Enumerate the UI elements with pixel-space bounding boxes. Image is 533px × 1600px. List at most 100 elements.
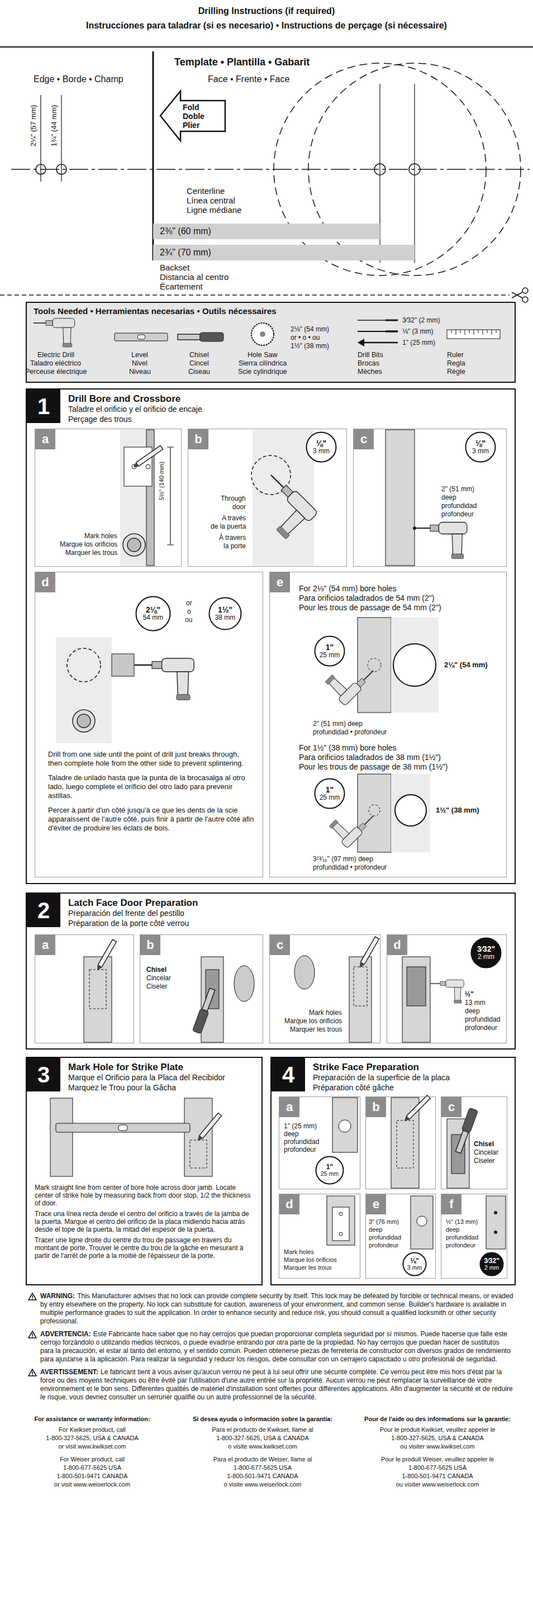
text-label: Ciseler	[146, 982, 168, 991]
text-label: Marquer les trous	[283, 1263, 332, 1272]
text-label: 1¾" (44 mm)	[49, 105, 59, 147]
step-letter-box: a	[279, 1096, 300, 1117]
step-four-drawing-part	[396, 1120, 414, 1168]
step-four-drawing-part	[339, 1231, 343, 1236]
text-label: profundidad	[368, 1233, 402, 1241]
paragraph: Pour de l'aide ou des informations sur l…	[347, 1414, 528, 1424]
text-label: Pour les trous de passage de 54 mm (2")	[298, 602, 442, 613]
text-label: profundidad	[441, 501, 477, 510]
size-callout: ⅛"3 mm	[305, 431, 337, 463]
text-label: 2⅛" (54 mm)	[290, 325, 330, 333]
callout-line: 3 mm	[472, 447, 489, 455]
paragraph-text: Pour le produit Weiser, veuillez appeler…	[381, 1455, 494, 1463]
text-label: 2¼" (57 mm)	[29, 105, 38, 147]
paragraph-text: Tracer une ligne droite du centre du tro…	[34, 1235, 244, 1260]
text-label: profondeur	[283, 1145, 317, 1154]
text-label: Drill Bits	[357, 350, 384, 360]
step-three-drawing	[50, 1097, 222, 1177]
step-four-drawing-part	[339, 1211, 343, 1216]
step-two-drawing-part	[201, 956, 224, 1042]
step-four-drawing-part	[486, 1195, 506, 1249]
text-label: Ligne médiane	[186, 205, 242, 216]
size-callout: 1½"38 mm	[208, 596, 242, 631]
step-heading-line: Strike Face Preparation	[312, 1062, 511, 1073]
paragraph: For Kwikset product, call	[11, 1425, 174, 1434]
step-letter: b	[188, 429, 209, 450]
step-letter-box: d	[279, 1193, 300, 1215]
fold-word: Fold	[182, 102, 225, 112]
template-drawing-part	[522, 287, 528, 294]
text-label: Chisel	[189, 350, 209, 360]
step-two-drawing-part	[402, 956, 431, 1042]
paragraph-text: o visite www.weiserlock.com	[224, 1480, 302, 1488]
callout-text: 1"25 mm	[315, 1155, 345, 1185]
tools-drawing-part	[33, 318, 75, 347]
text-label: Marquer les trous	[289, 1025, 342, 1034]
text-label: 1" (25 mm)	[283, 1121, 317, 1130]
step-letter: d	[279, 1193, 300, 1215]
text-label: Template • Plantilla • Gabarit	[174, 55, 310, 69]
paragraph: ou visiter www.kwikset.com	[347, 1442, 528, 1451]
callout-line: 38 mm	[215, 614, 236, 622]
text-label: Instrucciones para taladrar (si es neces…	[86, 20, 447, 31]
text-label: door	[232, 502, 246, 511]
text-block: For assistance or warranty information:F…	[11, 1414, 174, 1489]
text-label: Marquer les trous	[65, 548, 118, 557]
step-heading-line: Latch Face Door Preparation	[68, 897, 511, 908]
step-letter: a	[279, 1096, 300, 1117]
text-label: Pour les trous de passage de 38 mm (1½")	[298, 762, 448, 772]
sub-step-panel: e1"25 mm1"25 mm	[269, 571, 507, 878]
step-one-drawing-part	[395, 794, 427, 826]
step-number-box: 2	[26, 893, 61, 927]
paragraph-text: For Kwikset product, call	[58, 1425, 126, 1433]
text-label: Mark holes	[308, 1008, 342, 1017]
text-label: For 2⅛" (54 mm) bore holes	[298, 583, 397, 594]
paragraph: or visit www.weiserlock.com	[11, 1479, 174, 1489]
text-label: Scie cylindrique	[238, 367, 288, 377]
tools-drawing-part	[446, 329, 501, 339]
text-label: deep	[368, 1225, 383, 1234]
step-one-drawing-part	[357, 617, 392, 713]
text-label: la porte	[223, 541, 246, 550]
paragraph-text: 1-800-677-5625 USA	[233, 1463, 292, 1471]
text-label: profondeur	[441, 510, 474, 518]
step-two-drawing-part	[89, 969, 107, 1009]
step-three-drawing-part	[189, 1139, 207, 1168]
step-three-drawing-part	[184, 1097, 213, 1177]
step-two-drawing-part	[353, 966, 368, 1006]
size-callout-dark: 3⁄32"2 mm	[470, 936, 502, 969]
text-label: 2" (51 mm) deep	[312, 719, 363, 728]
step-four-drawing-part	[326, 1195, 355, 1245]
tools-drawing-part	[357, 319, 398, 321]
paragraph-text: 1-800-677-5625 USA	[408, 1463, 467, 1471]
text-label: Regla	[446, 359, 466, 368]
callout-line: 25 mm	[320, 1170, 339, 1178]
step-heading-line: Preparación de la superficie de la placa	[312, 1072, 511, 1083]
step-letter-box: e	[269, 572, 290, 593]
text-label: profundidad • profondeur	[312, 727, 387, 736]
text-label: Niveau	[129, 367, 151, 377]
text-label: ½" (13 mm)	[445, 1217, 478, 1226]
paragraph-text: Pour le produit Kwikset, veuillez appele…	[379, 1425, 496, 1433]
paragraph: ADVERTENCIA:Este Fabricante hace saber q…	[40, 1329, 515, 1364]
text-label: profundidad	[283, 1137, 320, 1146]
text-label: 5½" (140 mm)	[158, 461, 166, 501]
text-label: Marque los orificios	[59, 540, 118, 549]
text-label: Through	[220, 494, 246, 503]
template-drawing-part	[0, 46, 533, 48]
step-two-drawing-part	[96, 939, 117, 971]
callout-line: ⅛"	[475, 439, 486, 448]
fold-word: Plier	[182, 120, 225, 130]
paragraph: WARNING:This Manufacturer advises that n…	[40, 1291, 515, 1326]
paragraph: 1-800-327-5625, USA & CANADA	[347, 1433, 528, 1443]
callout-line: 25 mm	[319, 651, 341, 659]
step-three-drawing-part	[55, 1122, 190, 1132]
step-four-drawing-part	[493, 1230, 498, 1234]
step-one-drawing-part	[357, 773, 392, 853]
step-one-drawing-part	[145, 464, 151, 469]
warning-triangle	[28, 1292, 37, 1300]
callout-circle	[306, 432, 337, 463]
step-letter-box: a	[35, 934, 56, 955]
text-label: 3" (76 mm)	[368, 1217, 399, 1226]
